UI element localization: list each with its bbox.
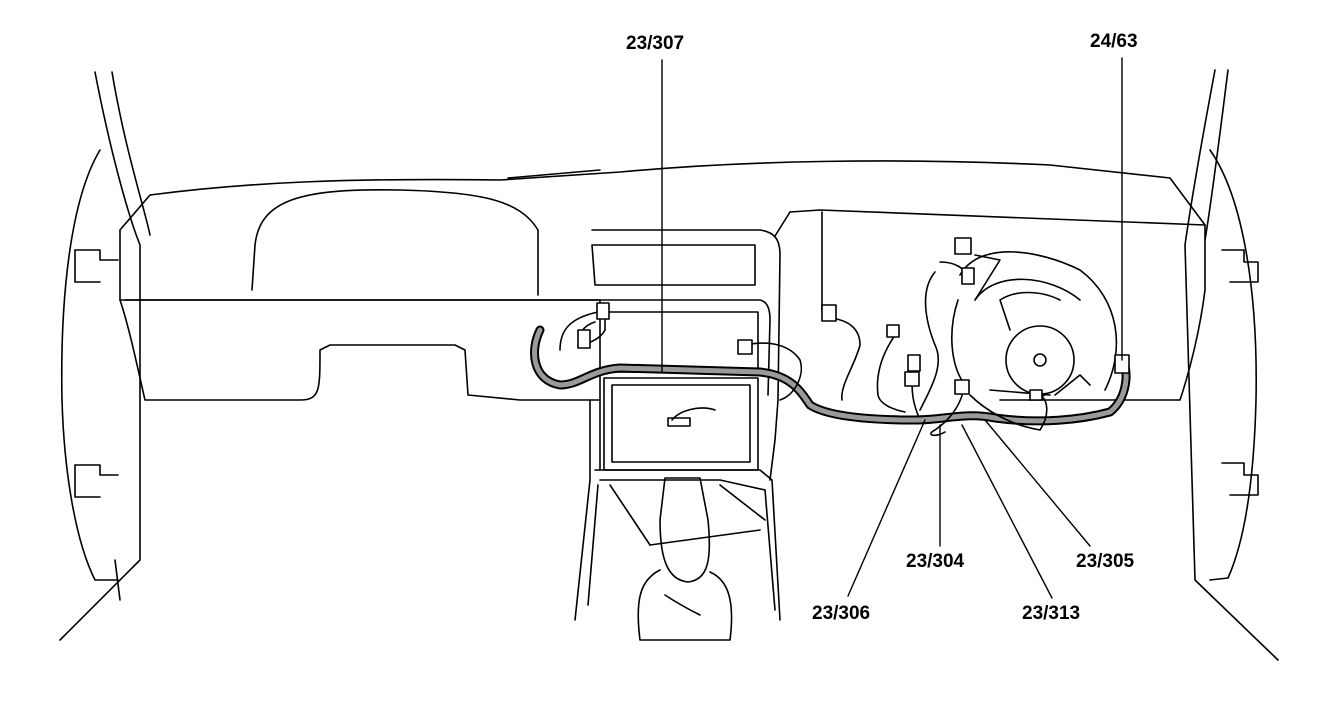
- callout-23-305: 23/305: [1076, 551, 1135, 572]
- gear-lever: [637, 477, 733, 641]
- connectors: [577, 237, 1130, 401]
- dashboard-body: [119, 160, 1206, 401]
- callout-23-306: 23/306: [812, 603, 871, 624]
- centre-console: [574, 229, 781, 621]
- callout-23-307: 23/307: [626, 33, 685, 54]
- leader-lines: [661, 57, 1123, 599]
- blower-unit: [951, 251, 1118, 396]
- callout-23-313: 23/313: [1022, 603, 1081, 624]
- wiring-harness: [530, 261, 1131, 437]
- right-door-frame: [1184, 69, 1279, 661]
- leader-23-306: [847, 419, 926, 597]
- left-door-frame: [59, 71, 151, 641]
- callout-23-304: 23/304: [906, 551, 965, 572]
- callout-24-63: 24/63: [1090, 31, 1138, 52]
- leader-23-313: [961, 424, 1053, 599]
- leader-23-305: [984, 419, 1091, 547]
